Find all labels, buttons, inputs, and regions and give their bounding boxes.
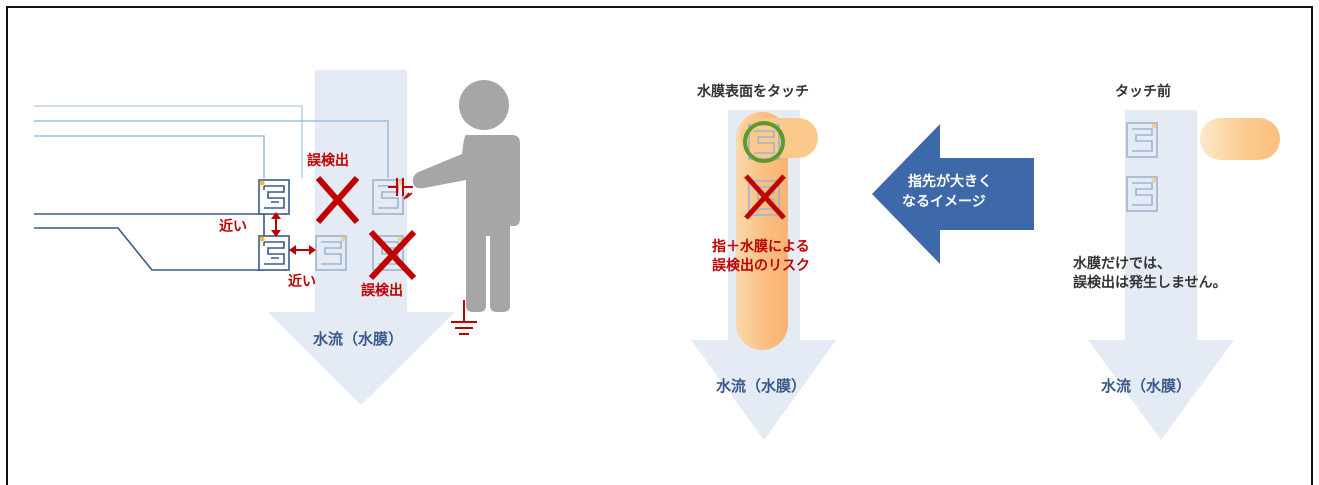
false-detection-label: 誤検出: [307, 152, 349, 169]
right-panel: タッチ前 水膜だけでは、 誤検出は発生しません。 水流（水膜）: [1073, 83, 1280, 440]
before-touch-title: タッチ前: [1115, 83, 1171, 100]
diagram-frame: [6, 6, 1313, 485]
enlarge-arrow: 指先が大きく なるイメージ: [872, 124, 1034, 264]
touch-title: 水膜表面をタッチ: [697, 83, 809, 100]
middle-panel: 水膜表面をタッチ 指＋水膜による 誤検出のリスク 水流（水膜）: [691, 83, 836, 440]
cross-mark-icon: [368, 229, 417, 281]
sensor-pad-icon: [258, 179, 290, 215]
arrow-label: 指先が大きく: [908, 173, 992, 190]
water-flow-label: 水流（水膜）: [1101, 377, 1191, 395]
arrow-label: なるイメージ: [902, 194, 986, 210]
water-flow-label: 水流（水膜）: [313, 330, 403, 348]
touch-circle-icon: [743, 121, 785, 163]
water-flow-label: 水流（水膜）: [716, 377, 806, 395]
note-label: 水膜だけでは、: [1073, 255, 1171, 272]
note-label: 誤検出は発生しません。: [1073, 274, 1227, 291]
person-icon: [412, 80, 520, 312]
false-detection-label: 誤検出: [361, 282, 403, 299]
ground-icon: [451, 300, 477, 335]
risk-label: 指＋水膜による: [712, 238, 810, 255]
finger-icon: [736, 112, 788, 350]
cross-mark-icon: [315, 176, 360, 224]
capacitor-icon: [388, 178, 413, 200]
risk-label: 誤検出のリスク: [712, 257, 810, 274]
water-flow-arrow: [1088, 110, 1234, 440]
double-arrow-icon: [271, 212, 281, 237]
water-flow-arrow: [268, 70, 455, 405]
cross-mark-icon: [744, 174, 786, 220]
left-panel: 誤検出 近い 近い 誤検出 水流（水膜）: [34, 70, 520, 405]
near-label: 近い: [288, 273, 316, 290]
sensor-pad-icon: [258, 235, 290, 271]
double-arrow-icon: [289, 245, 316, 255]
near-label: 近い: [219, 218, 247, 235]
finger-icon: [1200, 118, 1280, 160]
